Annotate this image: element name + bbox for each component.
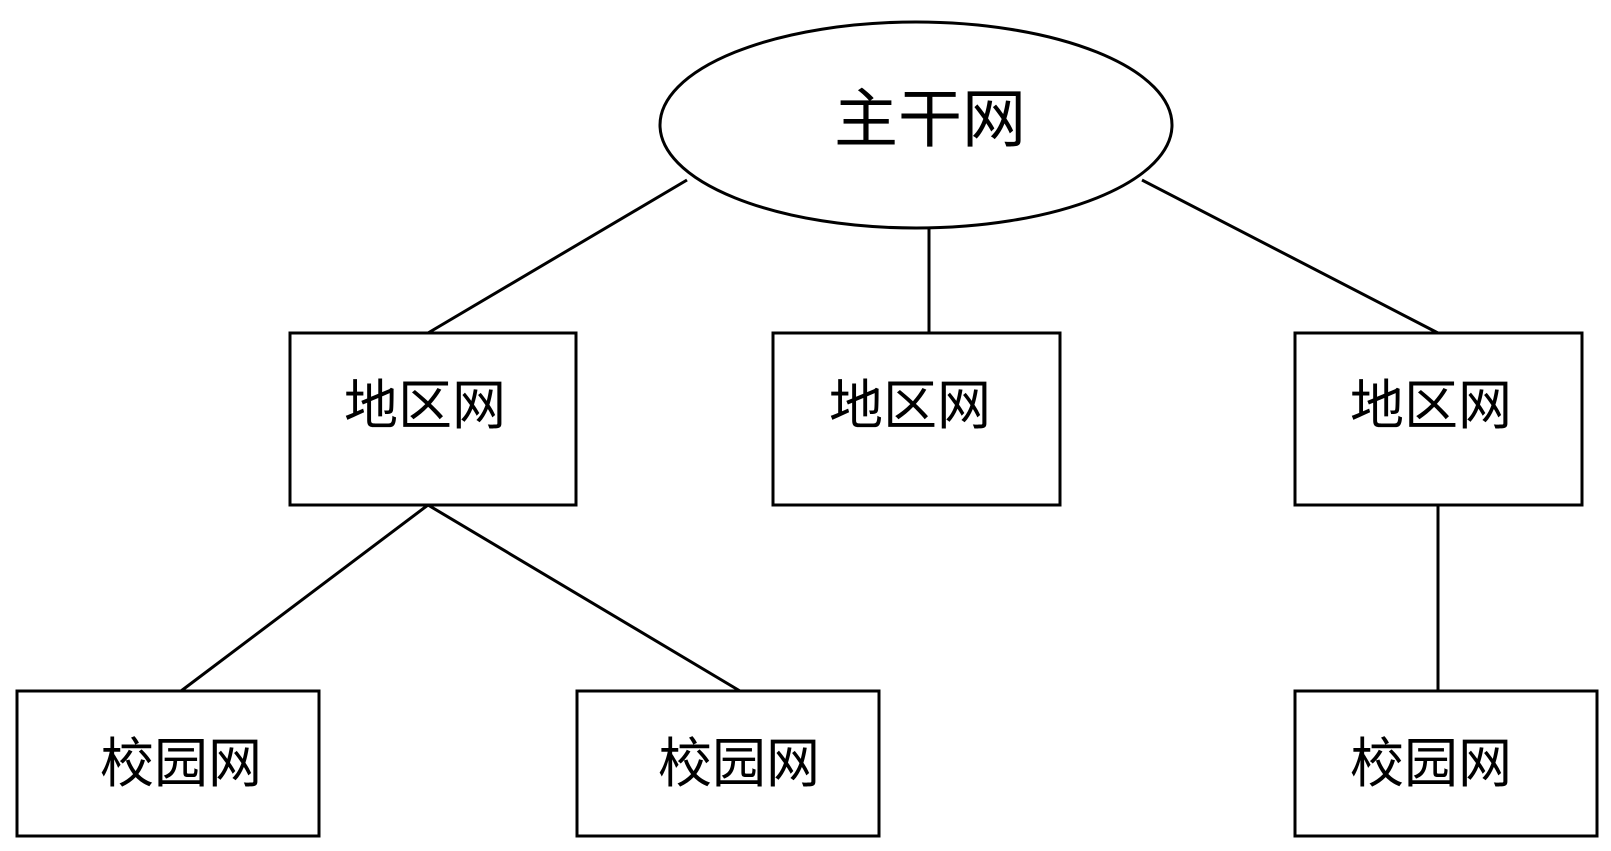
campus-network-label-3: 校园网: [1350, 732, 1512, 795]
campus-network-node-2: 校园网: [575, 689, 881, 838]
campus-network-box-2: [575, 689, 881, 838]
regional-network-label-2: 地区网: [829, 374, 991, 437]
regional-network-label-3: 地区网: [1350, 374, 1512, 437]
regional-network-box-1: [288, 331, 578, 507]
regional-network-node-1: 地区网: [288, 331, 578, 507]
backbone-network-ellipse: [658, 20, 1174, 230]
backbone-network-node: 主干网: [658, 20, 1174, 230]
regional-network-label-1: 地区网: [344, 374, 506, 437]
edge-regional-1-to-campus-2: [427, 503, 741, 693]
campus-network-box-3: [1293, 689, 1599, 838]
regional-network-box-2: [771, 331, 1062, 507]
edge-backbone-to-regional-1: [427, 178, 688, 335]
regional-network-node-3: 地区网: [1293, 331, 1584, 507]
regional-network-node-2: 地区网: [771, 331, 1062, 507]
campus-network-label-1: 校园网: [100, 732, 262, 795]
edge-regional-1-to-campus-1: [180, 503, 429, 693]
campus-network-node-1: 校园网: [15, 689, 321, 838]
campus-network-node-3: 校园网: [1293, 689, 1599, 838]
edge-backbone-to-regional-3: [1141, 178, 1439, 335]
regional-network-box-3: [1293, 331, 1584, 507]
campus-network-label-2: 校园网: [658, 732, 820, 795]
backbone-network-label: 主干网: [834, 84, 1026, 158]
campus-network-box-1: [15, 689, 321, 838]
